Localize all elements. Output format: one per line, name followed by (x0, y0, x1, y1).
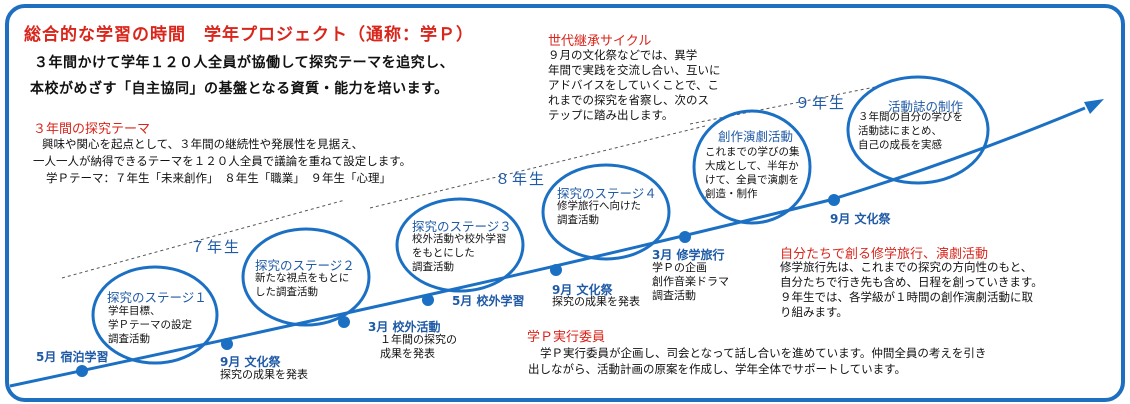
event-dot (76, 365, 88, 377)
event-dot (221, 338, 233, 350)
intro-line-1: ３年間かけて学年１２０人全員が協働して探究テーマを追究し、 (34, 55, 455, 71)
magazine-title: 活動誌の制作 (888, 99, 964, 114)
event-desc: １年間の探究の 成果を発表 (380, 333, 457, 360)
drama-title: 創作演劇活動 (718, 129, 794, 144)
curve-arrowhead (1084, 99, 1104, 114)
stage1-title: 探究のステージ１ (107, 290, 207, 305)
theme-line-2: 一人一人が納得できるテーマを１２０人全員で議論を重ねて設定します。 (33, 154, 412, 168)
stage1-text: 学年目標、 学Ｐテーマの設定 調査活動 (108, 305, 192, 345)
theme-line-1: 興味や関心を起点として、３年間の継続性や発展性を見据え、 (42, 137, 364, 151)
stage2-title: 探究のステージ２ (255, 258, 355, 273)
stage2-text: 新たな視点をもとに した調査活動 (255, 272, 350, 298)
poster-frame (5, 4, 1125, 402)
event-label: 3月 校外活動 (368, 320, 441, 334)
theme-heading: ３年間の探究テーマ (33, 122, 151, 137)
event-dot (422, 294, 434, 306)
event-desc: 探究の成果を発表 (552, 295, 640, 308)
event-dot (828, 194, 840, 206)
stage4-text: 修学旅行へ向けた 調査活動 (557, 200, 641, 226)
event-label: 9月 文化祭 (552, 283, 613, 297)
event-label: 5月 校外学習 (452, 294, 525, 308)
event-label: 9月 文化祭 (830, 212, 891, 226)
cycle-text: ９月の文化祭などでは、異学 年間で実践を交流し合い、互いに アドバイスをしていく… (548, 48, 721, 122)
event-dot (679, 231, 691, 243)
page-title: 総合的な学習の時間 学年プロジェクト（通称：学Ｐ） (24, 25, 474, 45)
trip-text: 修学旅行先は、これまでの探究の方向性のもと、 自分たちで行き先も含め、日程を創っ… (780, 260, 1043, 319)
event-desc: 学Ｐの企画 創作音楽ドラマ 調査活動 (652, 261, 729, 302)
stage3-text: 校外活動や校外学習 をもとにした 調査活動 (412, 233, 507, 273)
magazine-text: ３年間の自分の学びを 活動誌にまとめ、 自己の成長を実感 (858, 111, 963, 151)
intro-line-2: 本校がめざす「自主協同」の基盤となる資質・能力を培います。 (30, 81, 449, 97)
cycle-heading: 世代継承サイクル (548, 34, 652, 49)
drama-text: これまでの学びの集 大成として、半年か けて、全員で演劇を 創造・制作 (705, 146, 800, 200)
grade-9-label: ９年生 (795, 94, 847, 112)
grade-8-label: ８年生 (495, 170, 547, 188)
stage4-ellipse (541, 163, 671, 261)
committee-line-1: 学Ｐ実行委員が企画し、司会となって話し合いを進めています。仲間全員の考えを引き (540, 346, 987, 360)
drama-ellipse (692, 109, 812, 225)
grade7-divider (61, 199, 346, 279)
trip-heading: 自分たちで創る修学旅行、演劇活動 (780, 247, 989, 262)
event-dot (550, 264, 562, 276)
event-label: 3月 修学旅行 (652, 248, 725, 262)
theme-line-3: 学Ｐテーマ：７年生「未来創作」 ８年生「職業」 ９年生「心理」 (46, 171, 391, 185)
event-label: 5月 宿泊学習 (36, 350, 109, 364)
event-desc: 探究の成果を発表 (220, 368, 308, 381)
stage2-ellipse (241, 227, 371, 327)
magazine-ellipse (846, 75, 990, 185)
stage4-title: 探究のステージ４ (557, 186, 657, 201)
committee-line-2: 出しながら、活動計画の原案を作成し、学年全体でサポートしています。 (528, 362, 907, 376)
stage1-ellipse (91, 265, 219, 365)
event-dot (338, 316, 350, 328)
committee-heading: 学Ｐ実行委員 (527, 330, 606, 345)
grade-7-label: ７年生 (190, 238, 242, 256)
stage3-title: 探究のステージ３ (412, 219, 512, 234)
stage3-ellipse (395, 197, 525, 293)
event-label: 9月 文化祭 (220, 355, 281, 369)
growth-curve (9, 106, 1086, 388)
